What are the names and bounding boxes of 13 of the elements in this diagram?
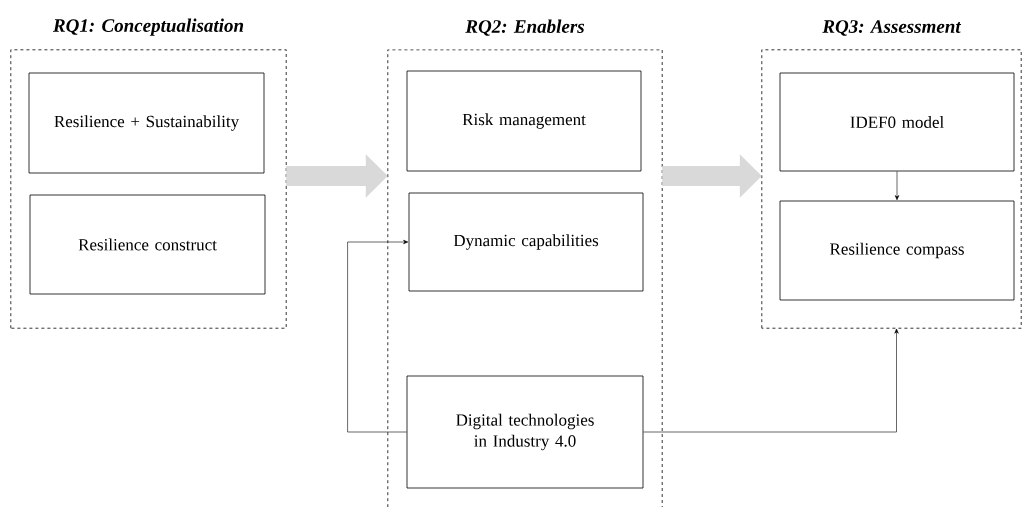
process-box: Risk management bbox=[406, 70, 642, 172]
process-box: Dynamic capabilities bbox=[408, 192, 644, 292]
arrow bbox=[894, 171, 900, 201]
group-heading: RQ2: Enablers bbox=[465, 19, 585, 36]
arrow bbox=[347, 239, 409, 433]
process-box: Resilience construct bbox=[29, 194, 266, 295]
process-box: IDEF0 model bbox=[779, 72, 1015, 172]
process-box: Resilience compass bbox=[779, 200, 1015, 301]
process-box: Resilience + Sustainability bbox=[28, 72, 265, 174]
process-box: Digital technologies in Industry 4.0 bbox=[406, 375, 644, 489]
group-heading: RQ3: Assessment bbox=[822, 20, 962, 36]
arrow bbox=[643, 328, 899, 433]
group-heading: RQ1: Conceptualisation bbox=[52, 18, 244, 36]
